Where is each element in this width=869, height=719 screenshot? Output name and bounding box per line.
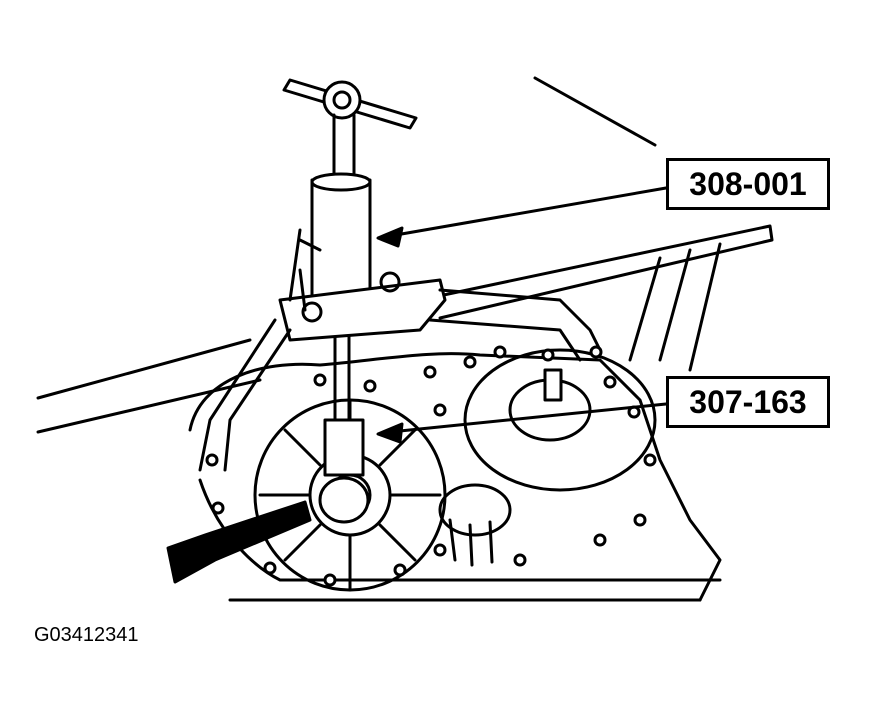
support-bar-right xyxy=(418,224,774,320)
puller-bracket xyxy=(198,228,602,472)
location-arrow xyxy=(166,500,312,584)
t-handle xyxy=(282,78,418,182)
leader-line-background xyxy=(533,76,657,147)
support-bar-left xyxy=(36,338,262,434)
bar-right-posts xyxy=(628,242,722,372)
transmission-housing xyxy=(188,348,722,602)
housing-bolts xyxy=(205,345,657,587)
seal-remover-tool xyxy=(318,418,370,524)
callout-307-163: 307-163 xyxy=(666,376,830,428)
callout-308-001: 308-001 xyxy=(666,158,830,210)
callout-arrow-mid xyxy=(376,402,668,444)
callout-arrow-top xyxy=(376,186,668,248)
figure-id: G03412341 xyxy=(34,624,139,646)
